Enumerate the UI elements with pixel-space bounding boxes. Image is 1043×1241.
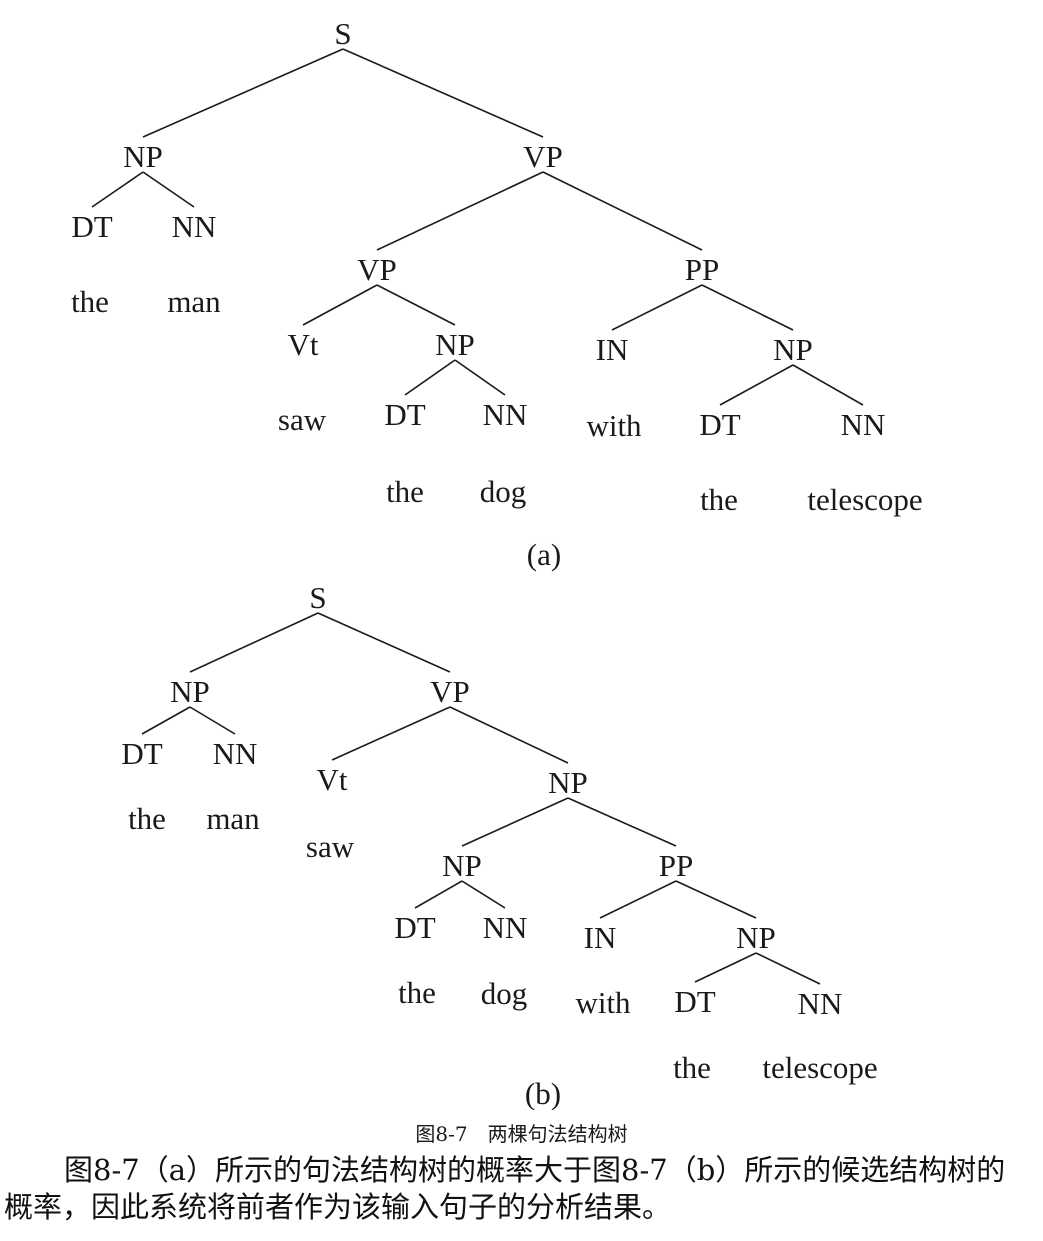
tree-b-word-man: man [206, 801, 260, 836]
tree-a-node-vp1: VP [523, 139, 563, 174]
figure-caption: 图8-7 两棵句法结构树 [415, 1122, 628, 1146]
tree-b-edge-pp-in [599, 880, 677, 919]
tree-a-edge-np3-dt3 [719, 364, 794, 406]
tree-a-node-np1: NP [123, 139, 163, 174]
tree-a-node-nn3: NN [841, 407, 886, 442]
tree-a-node-vt: Vt [288, 327, 319, 362]
tree-b-node-in: IN [584, 920, 617, 955]
tree-b-word-dog: dog [481, 976, 528, 1011]
tree-a-edge-s-vp1 [342, 48, 544, 138]
tree-b-node-pp: PP [659, 848, 693, 883]
tree-b-word-telescope: telescope [762, 1050, 877, 1085]
tree-b-node-vp: VP [430, 674, 470, 709]
tree-b-node-np4: NP [736, 920, 776, 955]
tree-b-node-nn3: NN [798, 986, 843, 1021]
tree-a-edge-vp2-vt [302, 284, 378, 326]
tree-a-word-with: with [586, 408, 642, 443]
tree-b-word-with: with [575, 985, 631, 1020]
tree-a-word-the1: the [71, 284, 109, 319]
tree-a-word-saw: saw [278, 402, 327, 437]
tree-a-node-dt1: DT [71, 209, 112, 244]
tree-a-node-nn2: NN [483, 397, 528, 432]
tree-b-node-dt3: DT [674, 984, 715, 1019]
tree-a-edge-np2-dt2 [404, 359, 456, 396]
tree-b-edge-np2-np3 [461, 797, 569, 847]
tree-a-word-the3: the [700, 482, 738, 517]
tree-b-edge-np2-pp [567, 797, 677, 847]
tree-b-edge-np4-dt3 [694, 952, 757, 983]
tree-b-word-the1: the [128, 801, 166, 836]
tree-a-word-the2: the [386, 474, 424, 509]
tree-b-node-np3: NP [442, 848, 482, 883]
tree-b-edge-vp-np2 [449, 706, 569, 764]
tree-b-node-s: S [309, 580, 326, 615]
tree-a: S NP VP DT NN the man VP PP Vt NP IN NP saw DT NN with DT… [71, 16, 923, 572]
tree-b-word-the3: the [673, 1050, 711, 1085]
tree-a-edge-np1-dt1 [91, 171, 144, 208]
tree-b-edge-np3-nn2 [461, 880, 506, 909]
tree-a-edge-vp1-vp2 [376, 171, 544, 251]
tree-a-edge-np2-nn2 [454, 359, 506, 396]
tree-b-edge-np1-nn1 [189, 706, 236, 735]
tree-a-node-dt2: DT [384, 397, 425, 432]
tree-a-word-dog: dog [480, 474, 527, 509]
tree-a-word-telescope: telescope [807, 482, 922, 517]
tree-b-node-dt1: DT [121, 736, 162, 771]
tree-b-word-the2: the [398, 975, 436, 1010]
body-paragraph: 图8-7（a）所示的句法结构树的概率大于图8-7（b）所示的候选结构树的概率，因… [4, 1153, 1006, 1224]
tree-b-node-np1: NP [170, 674, 210, 709]
tree-a-node-vp2: VP [357, 252, 397, 287]
tree-b-edge-s-vp [317, 612, 451, 673]
tree-b-node-nn2: NN [483, 910, 528, 945]
tree-b-edge-np3-dt2 [414, 880, 463, 909]
tree-a-panel-label: (a) [527, 537, 561, 572]
tree-a-node-s: S [334, 16, 351, 51]
tree-a-edge-pp-np3 [701, 284, 794, 331]
tree-b-edge-s-np1 [189, 612, 319, 673]
tree-b-edge-np4-nn3 [755, 952, 821, 985]
tree-b-node-nn1: NN [213, 736, 258, 771]
tree-a-node-dt3: DT [699, 407, 740, 442]
tree-a-node-np2: NP [435, 327, 475, 362]
tree-b-node-np2: NP [548, 765, 588, 800]
tree-a-edge-vp2-np2 [376, 284, 456, 326]
tree-a-node-nn1: NN [172, 209, 217, 244]
tree-a-edge-vp1-pp [542, 171, 703, 251]
tree-a-edge-np3-nn3 [792, 364, 864, 406]
tree-a-edge-s-np1 [142, 48, 344, 138]
tree-b-node-vt: Vt [317, 762, 348, 797]
tree-b-word-saw: saw [306, 829, 355, 864]
tree-a-node-pp: PP [685, 252, 719, 287]
tree-b-panel-label: (b) [525, 1076, 561, 1110]
tree-a-node-np3: NP [773, 332, 813, 367]
tree-a-edge-np1-nn1 [142, 171, 195, 208]
tree-b-edge-pp-np4 [675, 880, 757, 919]
tree-a-edge-pp-in [611, 284, 703, 331]
tree-a-word-man: man [167, 284, 221, 319]
tree-b-edge-np1-dt1 [141, 706, 191, 735]
tree-b-node-dt2: DT [394, 910, 435, 945]
tree-a-node-in: IN [596, 332, 629, 367]
tree-b-edge-vp-vt [331, 706, 451, 761]
